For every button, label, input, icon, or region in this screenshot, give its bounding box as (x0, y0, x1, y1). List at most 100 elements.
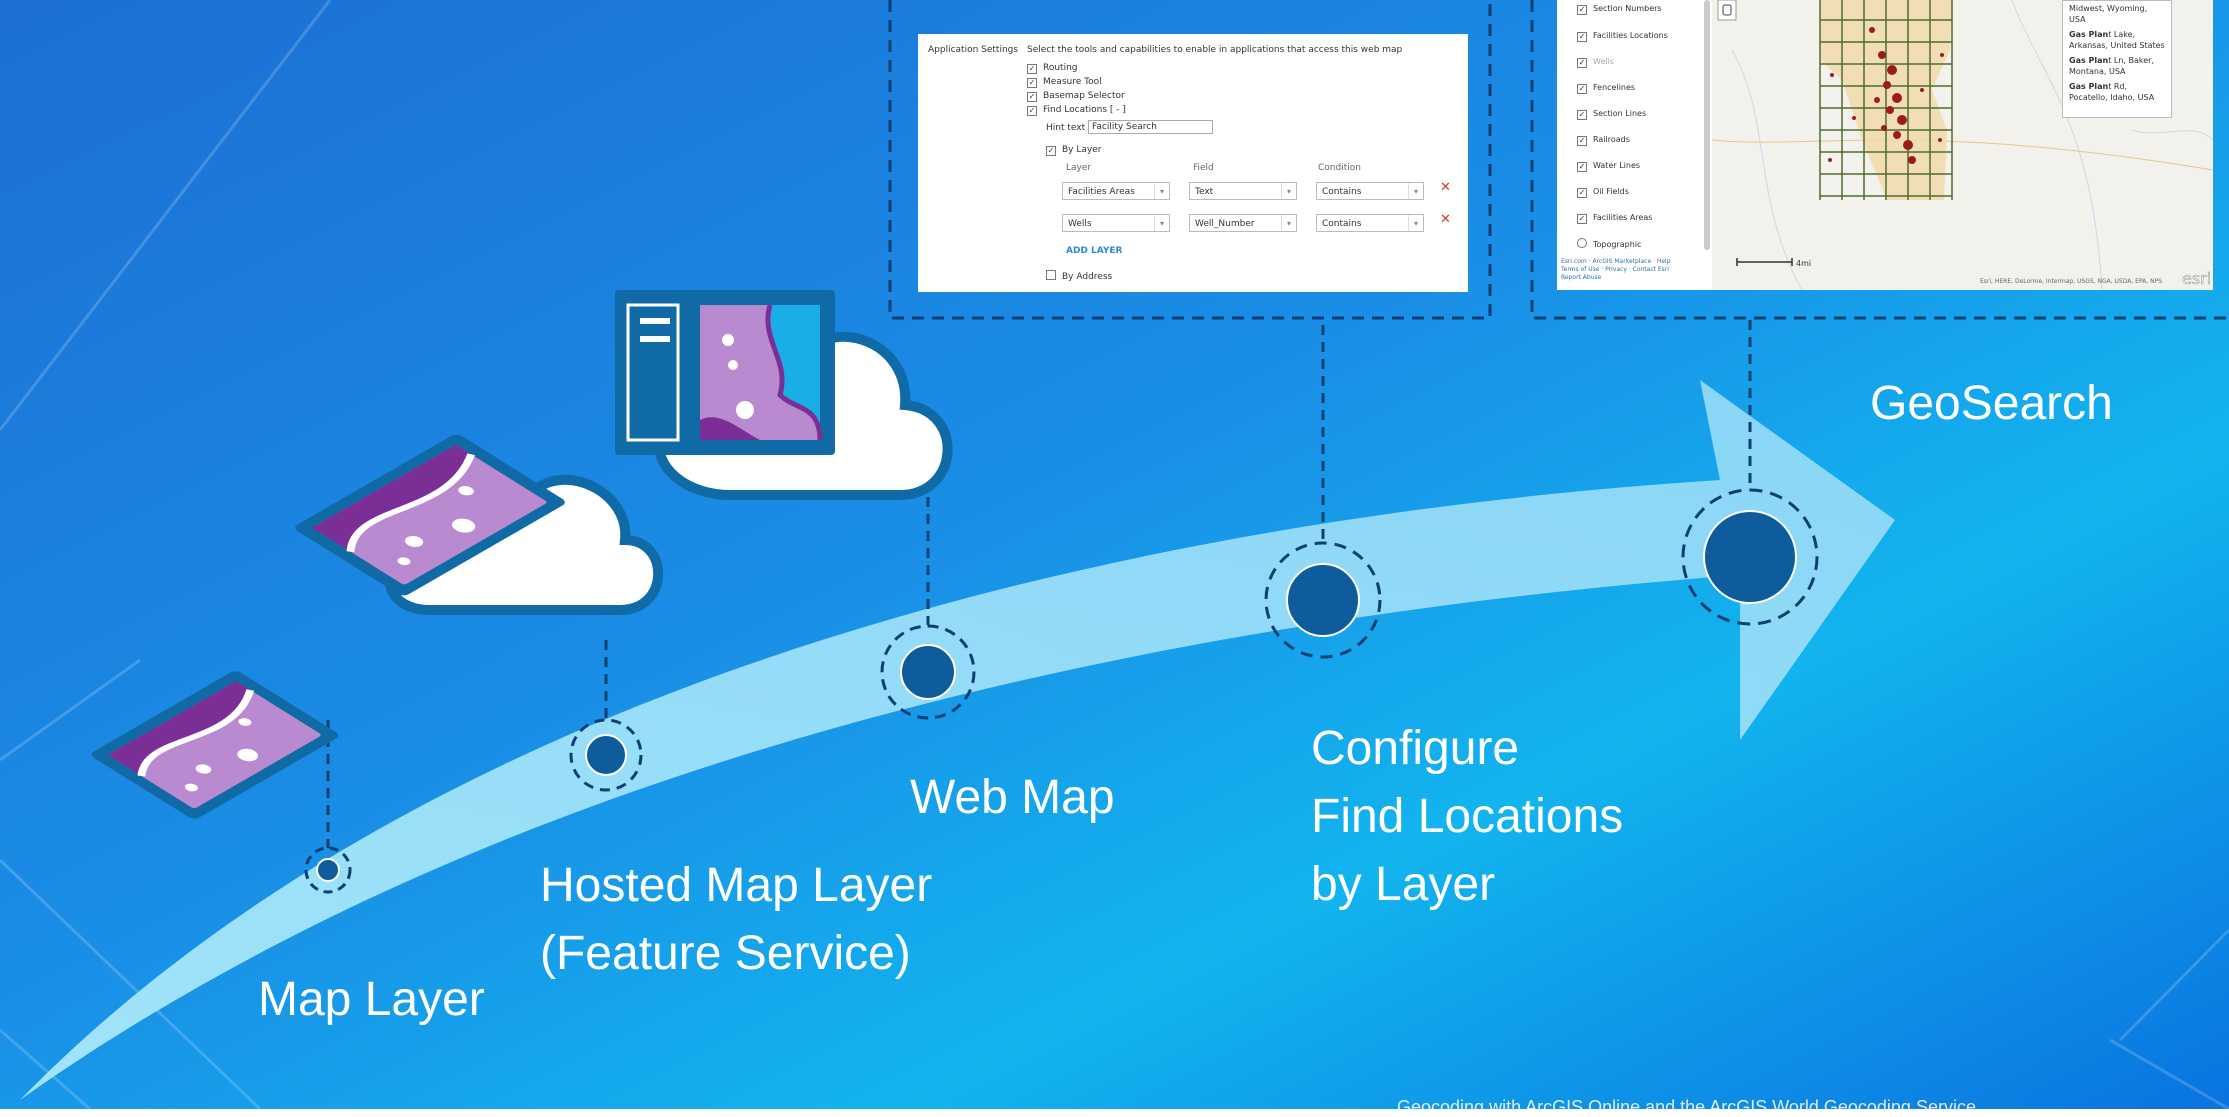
by-layer-option[interactable]: ✓By Layer (1046, 144, 1101, 156)
checkbox-checked-icon[interactable]: ✓ (1027, 64, 1037, 74)
footer-links-line2[interactable]: Terms of Use · Privacy · Contact Esri (1561, 266, 1669, 273)
checkbox-checked-icon[interactable]: ✓ (1577, 5, 1587, 15)
layer-item-section-lines[interactable]: ✓ Section Lines (1577, 109, 1646, 120)
chevron-down-icon: ▾ (1408, 215, 1423, 231)
layer-label: Oil Fields (1593, 187, 1629, 196)
result-match: Gas Plan (2069, 56, 2109, 65)
label-configure-line2: Find Locations (1311, 790, 1624, 843)
option-measure-tool[interactable]: ✓Measure Tool (1027, 76, 1102, 88)
result-item[interactable]: Gas Plant Ln, Baker, Montana, USA (2069, 55, 2165, 77)
progress-arrow (20, 380, 1895, 1100)
layer-item-section-numbers[interactable]: ✓Section Numbers (1577, 4, 1662, 15)
checkbox-checked-icon[interactable]: ✓ (1577, 84, 1587, 94)
step-node-map-layer (304, 846, 352, 894)
layer-label: Facilities Locations (1593, 31, 1668, 40)
map-attribution: Esri, HERE, DeLorme, Intermap, USGS, NGA… (1980, 278, 2162, 285)
checkbox-checked-icon[interactable]: ✓ (1577, 188, 1587, 198)
label-hosted-map-layer: Hosted Map Layer (Feature Service) (540, 852, 932, 988)
row1-layer-select[interactable]: Facilities Areas ▾ (1062, 182, 1170, 200)
checkbox-checked-icon[interactable]: ✓ (1577, 32, 1587, 42)
footer-links-line1[interactable]: Esri.com · ArcGIS Marketplace · Help (1561, 258, 1671, 265)
checkbox-checked-icon[interactable]: ✓ (1577, 162, 1587, 172)
label-configure-line1: Configure (1311, 722, 1520, 775)
chevron-down-icon: ▾ (1154, 183, 1169, 199)
esri-logo: esri (2182, 269, 2211, 288)
result-item[interactable]: Gas Plant Rd, Pocatello, Idaho, USA (2069, 81, 2165, 103)
checkbox-checked-icon[interactable]: ✓ (1046, 146, 1056, 156)
label-web-map: Web Map (910, 771, 1115, 824)
remove-row2-icon[interactable]: ✕ (1440, 212, 1451, 227)
select-value: Wells (1068, 219, 1092, 229)
layer-label: Water Lines (1593, 161, 1641, 170)
layer-label: Railroads (1593, 135, 1630, 144)
column-layer: Layer (1066, 163, 1092, 173)
row1-condition-select[interactable]: Contains ▾ (1316, 182, 1424, 200)
step-node-geosearch (1681, 488, 1819, 626)
row2-condition-select[interactable]: Contains▾ (1316, 214, 1424, 232)
remove-row1-icon[interactable]: ✕ (1440, 180, 1451, 195)
result-text: t Ln, Baker, Montana, USA (2069, 56, 2155, 76)
option-find-locations[interactable]: ✓Find Locations [ - ] (1027, 104, 1126, 116)
label-map-layer: Map Layer (258, 973, 485, 1026)
layer-item-fencelines[interactable]: ✓ Fencelines (1577, 83, 1635, 94)
layer-item-railroads[interactable]: ✓ Railroads (1577, 135, 1630, 146)
layer-item-oil-fields[interactable]: ✓ Oil Fields (1577, 187, 1629, 198)
hint-text-input[interactable]: Facility Search (1088, 120, 1213, 134)
select-value: Contains (1322, 187, 1362, 197)
map-footer-links[interactable]: Esri.com · ArcGIS Marketplace · Help Ter… (1561, 258, 1671, 282)
well-points (1828, 27, 1944, 164)
chevron-down-icon: ▾ (1408, 183, 1423, 199)
label-geosearch: GeoSearch (1870, 377, 2113, 430)
result-match: Gas Plan (2069, 30, 2109, 39)
scale-label: 4mi (1796, 259, 1811, 268)
by-address-label: By Address (1062, 272, 1113, 282)
result-item[interactable]: Midwest, Wyoming, USA (2069, 3, 2165, 25)
checkbox-checked-icon[interactable]: ✓ (1027, 78, 1037, 88)
checkbox-checked-icon[interactable]: ✓ (1577, 58, 1587, 68)
step-node-web-map (880, 624, 976, 720)
layer-item-facilities-locations[interactable]: ✓ Facilities Locations (1577, 31, 1668, 42)
layer-item-water-lines[interactable]: ✓ Water Lines (1577, 161, 1640, 172)
layer-label: Section Lines (1593, 109, 1647, 118)
layer-item-topographic[interactable]: Topographic (1577, 238, 1641, 250)
option-routing[interactable]: ✓Routing (1027, 62, 1078, 74)
chevron-down-icon: ▾ (1281, 215, 1296, 231)
map-tool-buttons (1717, 0, 1737, 21)
by-address-option[interactable]: By Address (1046, 270, 1112, 283)
select-value: Well_Number (1195, 219, 1255, 229)
checkbox-checked-icon[interactable]: ✓ (1577, 110, 1587, 120)
search-results-popup[interactable]: Midwest, Wyoming, USA Gas Plant Lake, Ar… (2062, 0, 2172, 118)
chevron-down-icon: ▾ (1281, 183, 1296, 199)
label-hosted-line1: Hosted Map Layer (540, 859, 933, 912)
layer-list-scrollbar[interactable] (1704, 0, 1710, 250)
checkbox-checked-icon[interactable]: ✓ (1027, 92, 1037, 102)
option-basemap-selector[interactable]: ✓ Basemap Selector (1027, 90, 1125, 102)
checkbox-checked-icon[interactable]: ✓ (1577, 214, 1587, 224)
checkbox-checked-icon[interactable]: ✓ (1027, 106, 1037, 116)
application-settings-label: Application Settings (928, 45, 1019, 55)
add-layer-link[interactable]: ADD LAYER (1066, 246, 1123, 256)
checkbox-unchecked-icon[interactable] (1046, 270, 1056, 280)
row1-field-select[interactable]: Text▾ (1189, 182, 1297, 200)
basemap-radio-icon[interactable] (1577, 238, 1587, 248)
layer-item-wells[interactable]: ✓Wells (1577, 57, 1614, 68)
footer-links-line3[interactable]: Report Abuse (1561, 274, 1602, 281)
label-configure-line3: by Layer (1311, 858, 1496, 911)
column-field: Field (1193, 163, 1214, 173)
geosearch-map-panel: ✓Section Numbers ✓ Facilities Locations ✓… (1557, 0, 2213, 290)
checkbox-checked-icon[interactable]: ✓ (1577, 136, 1587, 146)
option-label: Basemap Selector (1043, 91, 1125, 101)
layer-item-facilities-areas[interactable]: ✓Facilities Areas (1577, 213, 1652, 224)
row2-layer-select[interactable]: Wells ▾ (1062, 214, 1170, 232)
layer-label: Fencelines (1593, 83, 1636, 92)
select-value: Facilities Areas (1068, 187, 1135, 197)
label-configure: Configure Find Locations by Layer (1311, 715, 1623, 919)
step-node-hosted (569, 718, 643, 792)
chevron-down-icon: ▾ (1154, 215, 1169, 231)
row2-field-select[interactable]: Well_Number ▾ (1189, 214, 1297, 232)
result-item[interactable]: Gas Plant Lake, Arkansas, United States (2069, 29, 2165, 51)
